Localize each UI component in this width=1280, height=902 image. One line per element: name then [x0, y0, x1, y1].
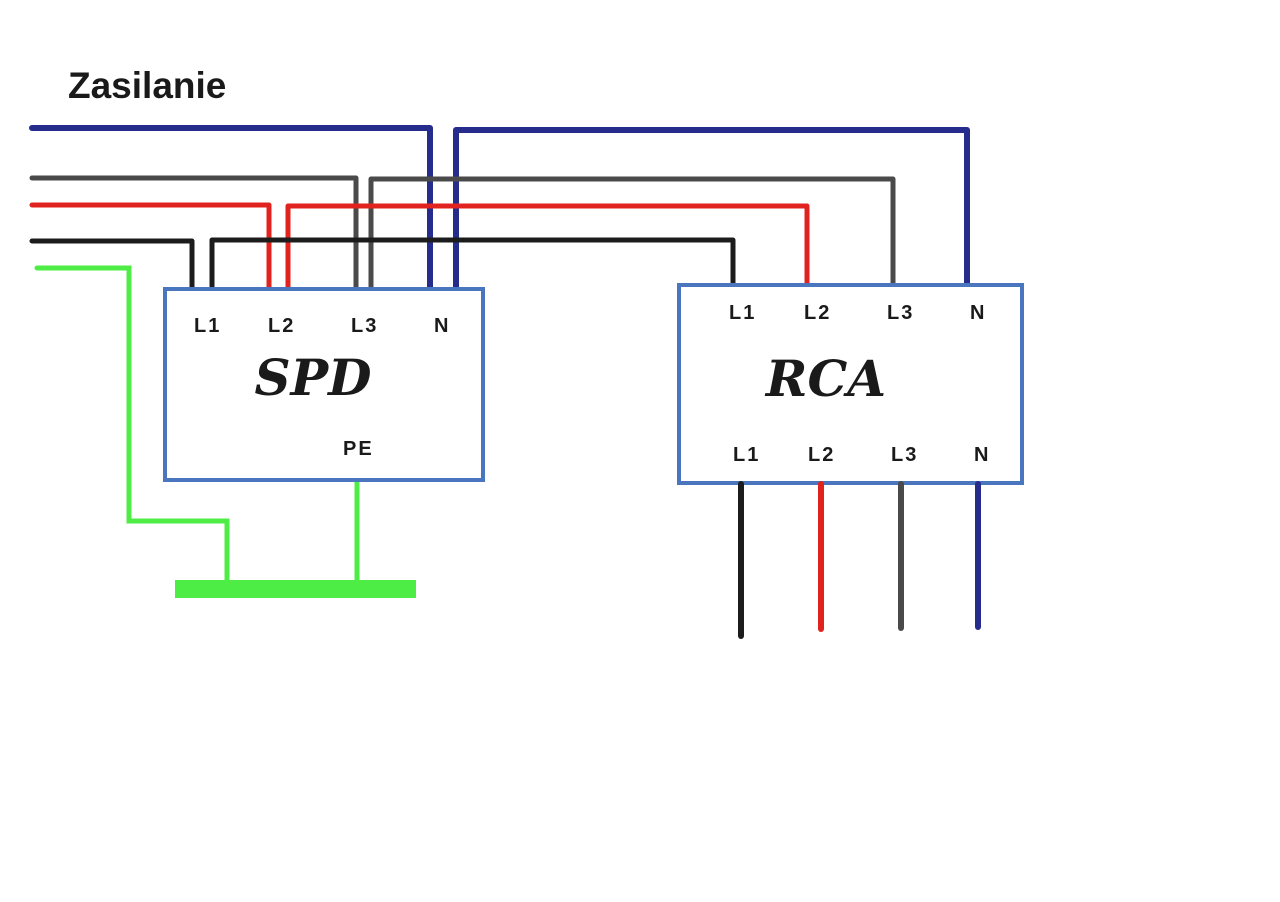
rca-input-n: N	[970, 302, 986, 324]
rca-feed-l3	[368, 176, 896, 291]
rca-feed-l1	[209, 237, 736, 291]
spd-terminal-n: N	[434, 315, 450, 337]
supply-wire-n	[29, 125, 433, 291]
rca-feed-n	[453, 127, 970, 291]
supply-wire-l2	[29, 202, 272, 291]
spd-terminal-pe: PE	[343, 438, 374, 460]
rca-output-n: N	[974, 444, 990, 466]
supply-wire-l3	[29, 175, 359, 291]
rca-input-l3: L3	[887, 302, 914, 324]
supply-wire-l1	[29, 238, 195, 291]
supply-wire-pe	[34, 265, 230, 591]
spd-box	[163, 287, 485, 482]
rca-output-l1: L1	[733, 444, 760, 466]
rca-input-l2: L2	[804, 302, 831, 324]
pe-busbar	[175, 580, 416, 598]
rca-box	[677, 283, 1024, 485]
spd-terminal-l1: L1	[194, 315, 221, 337]
rca-output-l3: L3	[891, 444, 918, 466]
spd-terminal-l2: L2	[268, 315, 295, 337]
spd-label: SPD	[254, 348, 371, 407]
diagram-title: Zasilanie	[68, 65, 226, 106]
rca-label: RCA	[764, 349, 886, 408]
spd-terminal-l3: L3	[351, 315, 378, 337]
rca-output-l2: L2	[808, 444, 835, 466]
rca-input-l1: L1	[729, 302, 756, 324]
rca-feed-l2	[285, 203, 810, 291]
